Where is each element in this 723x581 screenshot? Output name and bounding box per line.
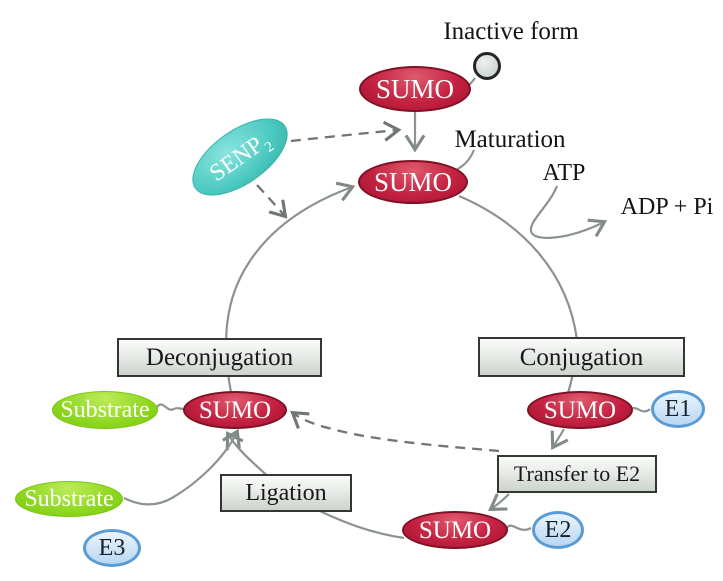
substrate-lower-label: Substrate	[24, 486, 114, 512]
transfer-to-sumo-arrow	[488, 493, 510, 511]
sumo-inactive-ellipse: SUMO	[359, 66, 471, 112]
conjugation-box-label: Conjugation	[519, 343, 644, 371]
inactive-form-dot	[473, 52, 501, 80]
transfer-to-e2-box-label: Transfer to E2	[513, 461, 641, 486]
sumo-e2-squiggle	[505, 524, 532, 531]
deconjugation-box-label: Deconjugation	[145, 344, 294, 371]
sumo-substrate-ellipse: SUMO	[183, 391, 287, 429]
substrate-to-sumo-arrow	[123, 428, 241, 506]
atp-label: ATP	[542, 160, 586, 186]
transfer-to-e2-box: Transfer to E2	[497, 455, 657, 493]
senp2-dashed-arrow-maturation	[290, 120, 402, 143]
maturation-label: Maturation	[454, 126, 566, 153]
conjugation-box: Conjugation	[478, 337, 685, 377]
transfer-dashed-arrow-deconjugation	[290, 410, 500, 453]
sumo-substrate-label: SUMO	[198, 396, 272, 424]
inactive-form-label: Inactive form	[443, 18, 579, 45]
sumo-e2-label: SUMO	[418, 516, 492, 544]
e1-to-transfer-arrow	[550, 428, 569, 451]
sumo-e1-ellipse: SUMO	[527, 391, 633, 429]
e1-label: E1	[664, 396, 692, 422]
sumo-e2-ellipse: SUMO	[402, 511, 508, 549]
sumo-mature-label: SUMO	[373, 166, 453, 197]
ligation-box-label: Ligation	[245, 480, 327, 506]
substrate-lower-ellipse: Substrate	[15, 481, 123, 517]
substrate-upper-label: Substrate	[60, 397, 150, 423]
e3-label: E3	[98, 535, 126, 561]
senp2-dashed-arrow-cycle	[256, 184, 288, 219]
ligation-box: Ligation	[220, 474, 352, 512]
e2-label: E2	[544, 517, 572, 543]
substrate-sumo-squiggle	[156, 403, 185, 411]
sumo-e1-squiggle	[629, 406, 651, 413]
e3-ellipse: E3	[83, 529, 141, 567]
adp-pi-label: ADP + Pi	[620, 194, 714, 220]
sumo-mature-ellipse: SUMO	[358, 160, 468, 204]
e2-ellipse: E2	[532, 511, 584, 549]
atp-adp-arrow	[529, 185, 608, 240]
sumo-e1-label: SUMO	[543, 396, 617, 424]
sumo-inactive-label: SUMO	[375, 73, 455, 104]
deconjugation-box: Deconjugation	[117, 338, 322, 377]
substrate-upper-ellipse: Substrate	[52, 391, 158, 429]
e1-ellipse: E1	[651, 390, 705, 428]
